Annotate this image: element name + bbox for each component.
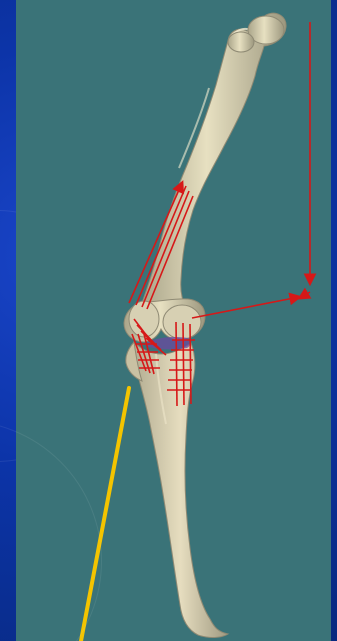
alignment-axis bbox=[81, 388, 129, 641]
